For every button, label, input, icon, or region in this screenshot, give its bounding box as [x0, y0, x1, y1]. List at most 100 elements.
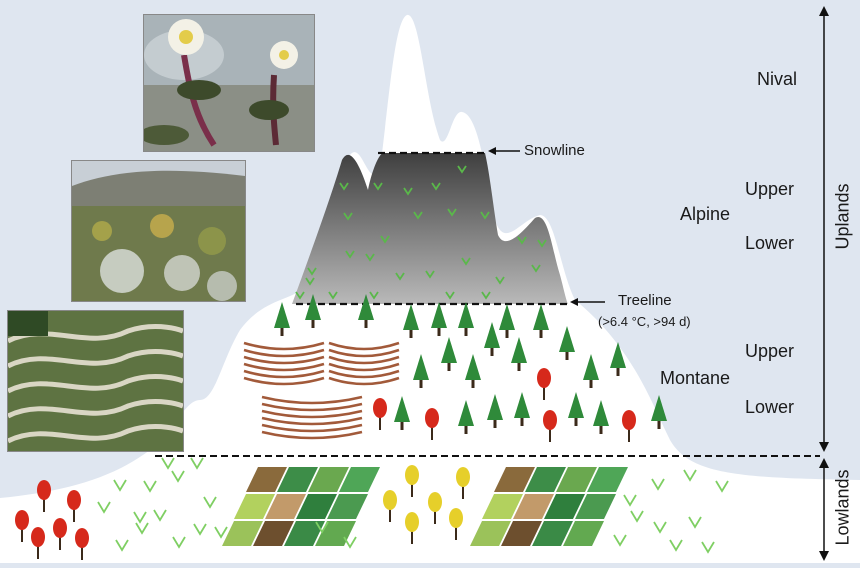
conifer-tree-icon	[568, 392, 584, 426]
zone-label-alpine-upper: Upper	[745, 179, 795, 199]
field-plot	[544, 494, 585, 519]
sprout-icon	[339, 182, 349, 191]
yellow-fruit-tree-icon	[383, 490, 397, 522]
sprout-icon	[531, 264, 541, 273]
conifer-tree-icon	[274, 302, 290, 336]
conifer-tree-icon	[499, 304, 515, 338]
red-fruit-tree-icon	[37, 480, 51, 512]
grass-tuft-icon	[171, 470, 185, 483]
uplands-scale-bottom	[819, 442, 829, 452]
field-plot	[494, 467, 535, 492]
grass-tuft-icon	[315, 521, 329, 534]
field-plot	[339, 467, 380, 492]
sprout-icon	[447, 208, 457, 217]
terrace-line	[261, 430, 363, 440]
grass-tuft-icon	[161, 457, 175, 470]
paramo-frailejon-photo	[71, 160, 246, 302]
terrace-line	[328, 341, 400, 351]
sprout-icon	[480, 211, 490, 220]
sprout-icon	[403, 187, 413, 196]
yellow-fruit-tree-icon	[456, 467, 470, 499]
alpine-rock	[292, 152, 568, 304]
field-plot	[470, 521, 511, 546]
sprout-icon	[369, 291, 379, 300]
terrace-line	[261, 402, 363, 412]
terrace-line	[328, 362, 400, 372]
conifer-tree-icon	[305, 294, 321, 328]
snowline-label: Snowline	[524, 142, 585, 159]
conifer-tree-icon	[465, 354, 481, 388]
conifer-tree-icon	[413, 354, 429, 388]
field-plot	[525, 467, 566, 492]
terrace-line	[243, 362, 325, 372]
alpine-flower-photo	[143, 14, 315, 152]
field-plot	[265, 494, 306, 519]
sprout-icon	[328, 291, 338, 300]
grass-tuft-icon	[701, 541, 715, 554]
red-fruit-tree-icon	[425, 408, 439, 440]
grass-tuft-icon	[190, 457, 204, 470]
snowline-arrowhead	[488, 147, 496, 155]
field-plot	[482, 494, 523, 519]
grass-tuft-icon	[133, 511, 147, 524]
terrace-line	[243, 348, 325, 358]
lowlands-scale-top	[819, 458, 829, 468]
uplands-scale-top	[819, 6, 829, 16]
conifer-tree-icon	[610, 342, 626, 376]
terrace-line	[261, 395, 363, 405]
sprout-icon	[343, 212, 353, 221]
red-fruit-tree-icon	[543, 410, 557, 442]
terrace-line	[328, 355, 400, 365]
field-plot	[575, 494, 616, 519]
zone-label-nival: Nival	[757, 69, 798, 89]
terrace-line	[261, 416, 363, 426]
conifer-tree-icon	[441, 337, 457, 371]
field-plot	[532, 521, 573, 546]
sprout-icon	[481, 291, 491, 300]
sprout-icon	[425, 270, 435, 279]
red-fruit-tree-icon	[75, 528, 89, 560]
grass-tuft-icon	[688, 516, 702, 529]
terrace-line	[243, 341, 325, 351]
grass-tuft-icon	[115, 539, 129, 552]
terrace-line	[243, 376, 325, 386]
field-plot	[563, 521, 604, 546]
grass-tuft-icon	[135, 522, 149, 535]
conifer-tree-icon	[431, 302, 447, 336]
grass-tuft-icon	[715, 480, 729, 493]
terrace-line	[328, 376, 400, 386]
sprout-icon	[295, 291, 305, 300]
yellow-fruit-tree-icon	[405, 512, 419, 544]
fruit-trees	[15, 368, 636, 560]
sprout-icon	[461, 257, 471, 266]
field-plot	[277, 467, 318, 492]
field-plot	[234, 494, 275, 519]
conifer-tree-icon	[559, 326, 575, 360]
yellow-fruit-tree-icon	[449, 508, 463, 540]
sprout-icon	[537, 239, 547, 248]
treeline-detail-label: (>6.4 °C, >94 d)	[598, 314, 691, 329]
red-fruit-tree-icon	[15, 510, 29, 542]
grass-tuft-icon	[683, 469, 697, 482]
uplands-label: Uplands	[832, 183, 853, 250]
terrace-line	[243, 355, 325, 365]
zone-label-montane-upper: Upper	[745, 341, 795, 361]
red-fruit-tree-icon	[537, 368, 551, 400]
montane-terraces	[243, 341, 400, 440]
yellow-fruit-tree-icon	[405, 465, 419, 497]
conifer-tree-icon	[583, 354, 599, 388]
grass-tuft-icon	[203, 496, 217, 509]
sprout-icon	[345, 250, 355, 259]
terrace-line	[261, 409, 363, 419]
lowland-grass	[97, 457, 729, 554]
grass-tuft-icon	[613, 534, 627, 547]
zone-label-alpine: Alpine	[680, 204, 731, 224]
terrace-line	[243, 369, 325, 379]
conifer-tree-icon	[394, 396, 410, 430]
sprout-icon	[373, 182, 383, 191]
conifer-tree-icon	[458, 400, 474, 434]
grass-tuft-icon	[669, 539, 683, 552]
conifer-tree-icon	[514, 392, 530, 426]
montane-trees	[274, 294, 667, 434]
sprout-icon	[517, 236, 527, 245]
